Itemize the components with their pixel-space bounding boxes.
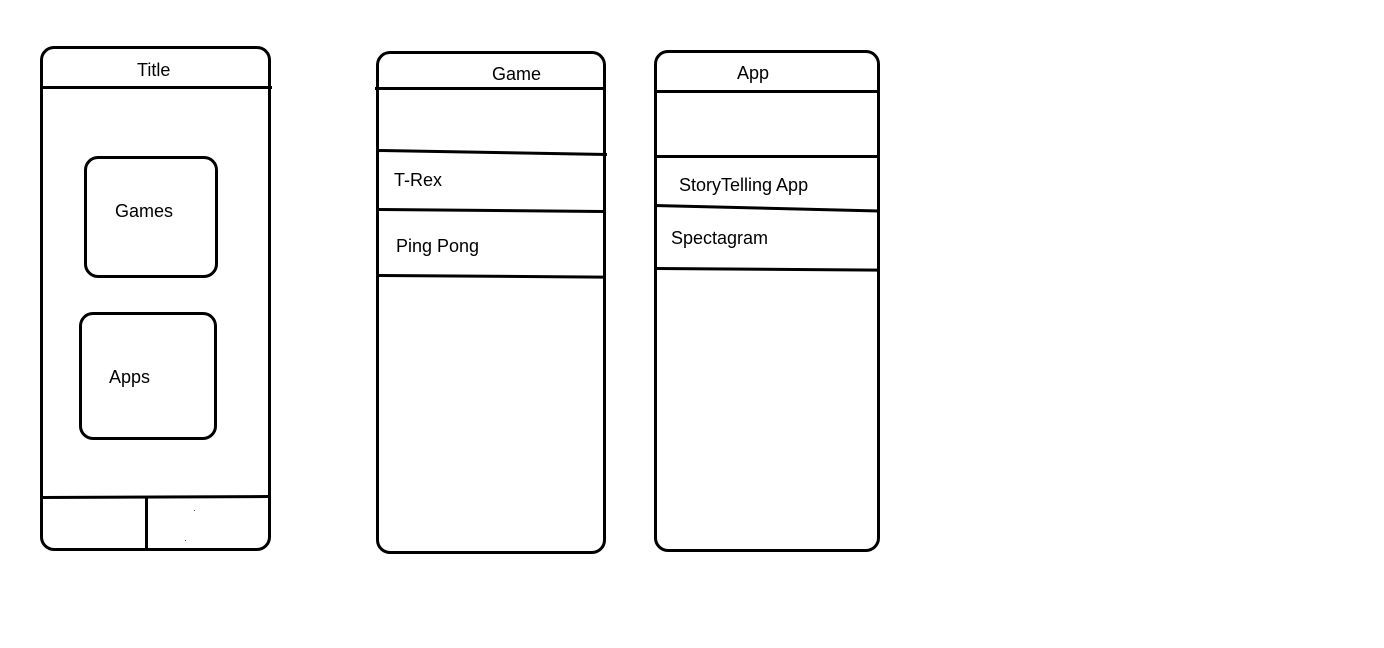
apps-button[interactable]	[79, 312, 217, 440]
game-list-item-label: T-Rex	[394, 170, 443, 190]
stray-dot	[194, 510, 195, 511]
game-list-item-label: Ping Pong	[396, 236, 480, 256]
home-header-divider	[42, 86, 272, 89]
app-screen-frame	[654, 50, 880, 552]
stray-dot	[185, 540, 186, 541]
apps-button-label: Apps	[109, 367, 151, 387]
footer-tab-separator	[145, 497, 148, 549]
app-screen-title: App	[737, 63, 770, 83]
app-list-item-label: Spectagram	[671, 228, 769, 248]
footer-tab-right[interactable]	[149, 500, 266, 546]
app-header-divider	[656, 90, 878, 93]
games-button-label: Games	[115, 201, 174, 221]
home-screen-frame	[40, 46, 271, 551]
game-screen-frame	[376, 51, 606, 554]
app-list-top-divider	[656, 155, 878, 158]
home-screen-title: Title	[137, 60, 171, 80]
games-button[interactable]	[84, 156, 218, 278]
game-screen-title: Game	[492, 64, 542, 84]
game-header-divider	[375, 87, 605, 90]
app-list-item-label: StoryTelling App	[679, 175, 809, 195]
footer-tab-left[interactable]	[45, 500, 144, 546]
